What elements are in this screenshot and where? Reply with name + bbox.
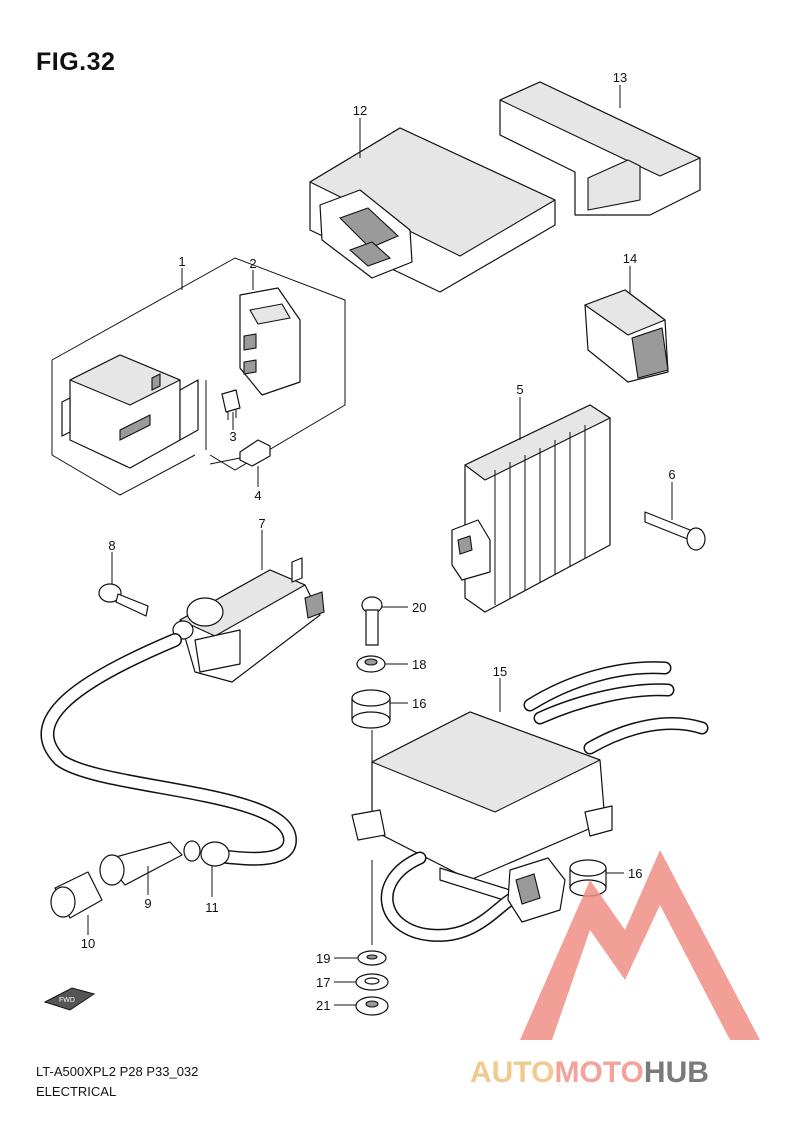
part-13-ecm-cover: [499, 81, 701, 216]
callout-16-upper: 16: [412, 696, 426, 711]
callout-21: 21: [316, 998, 330, 1013]
part-14-connector: [584, 289, 669, 383]
fwd-direction-badge: FWD: [43, 987, 96, 1011]
watermark-moto: MOTO: [554, 1056, 643, 1089]
callout-16-lower: 16: [628, 866, 642, 881]
svg-text:AUTOMOTOHUB: AUTOMOTOHUB: [470, 1056, 709, 1089]
part-12-ecm: [309, 127, 556, 293]
part-18-collar: [356, 655, 386, 673]
callout-15: 15: [493, 664, 507, 679]
callout-18: 18: [412, 657, 426, 672]
watermark-hub: HUB: [644, 1056, 709, 1089]
figure-title: FIG.32: [36, 48, 116, 76]
part-9-plug-boot: [99, 841, 183, 886]
watermark-logo: AUTOMOTOHUB: [470, 850, 760, 1089]
part-11-plug-cap-nut: [183, 840, 230, 867]
part-8-bolt: [98, 583, 149, 617]
watermark-auto: AUTO: [470, 1056, 554, 1089]
callout-numbers: 1 2 3 4 5 6 7 8 9 10 11 12 13 14 15 16 1…: [81, 70, 676, 1013]
part-16-grommet-upper: [351, 689, 391, 729]
callout-17: 17: [316, 975, 330, 990]
callout-13: 13: [613, 70, 627, 85]
callout-9: 9: [144, 896, 151, 911]
high-tension-lead: [40, 633, 298, 866]
callout-12: 12: [353, 103, 367, 118]
part-5-regulator-rectifier: [451, 404, 611, 613]
callout-3: 3: [229, 429, 236, 444]
callout-14: 14: [623, 251, 637, 266]
callout-19: 19: [316, 951, 330, 966]
callout-2: 2: [249, 256, 256, 271]
footer-model-code: LT-A500XPL2 P28 P33_032: [36, 1064, 199, 1079]
callout-4: 4: [254, 488, 261, 503]
fwd-label: FWD: [59, 997, 75, 1004]
callout-5: 5: [516, 382, 523, 397]
part-10-plug-cap: [50, 871, 103, 919]
part-6-bolt: [644, 511, 706, 551]
part-20-bolt: [361, 596, 383, 646]
part-15-controller: [351, 661, 709, 942]
callout-6: 6: [668, 467, 675, 482]
callout-10: 10: [81, 936, 95, 951]
part-7-ignition-coil: [172, 557, 325, 683]
part-19-washer: [357, 950, 387, 966]
part-21-nut: [355, 996, 389, 1016]
footer-section-name: ELECTRICAL: [36, 1084, 117, 1099]
callout-8: 8: [108, 538, 115, 553]
callout-11: 11: [205, 900, 219, 915]
part-17-washer: [355, 973, 389, 991]
callout-1: 1: [178, 254, 185, 269]
watermark-mark-icon: [520, 850, 760, 1040]
callout-7: 7: [258, 516, 265, 531]
part-1-starter-relay-group: [51, 257, 346, 496]
leader-lines: [87, 85, 673, 1006]
callout-20: 20: [412, 600, 426, 615]
